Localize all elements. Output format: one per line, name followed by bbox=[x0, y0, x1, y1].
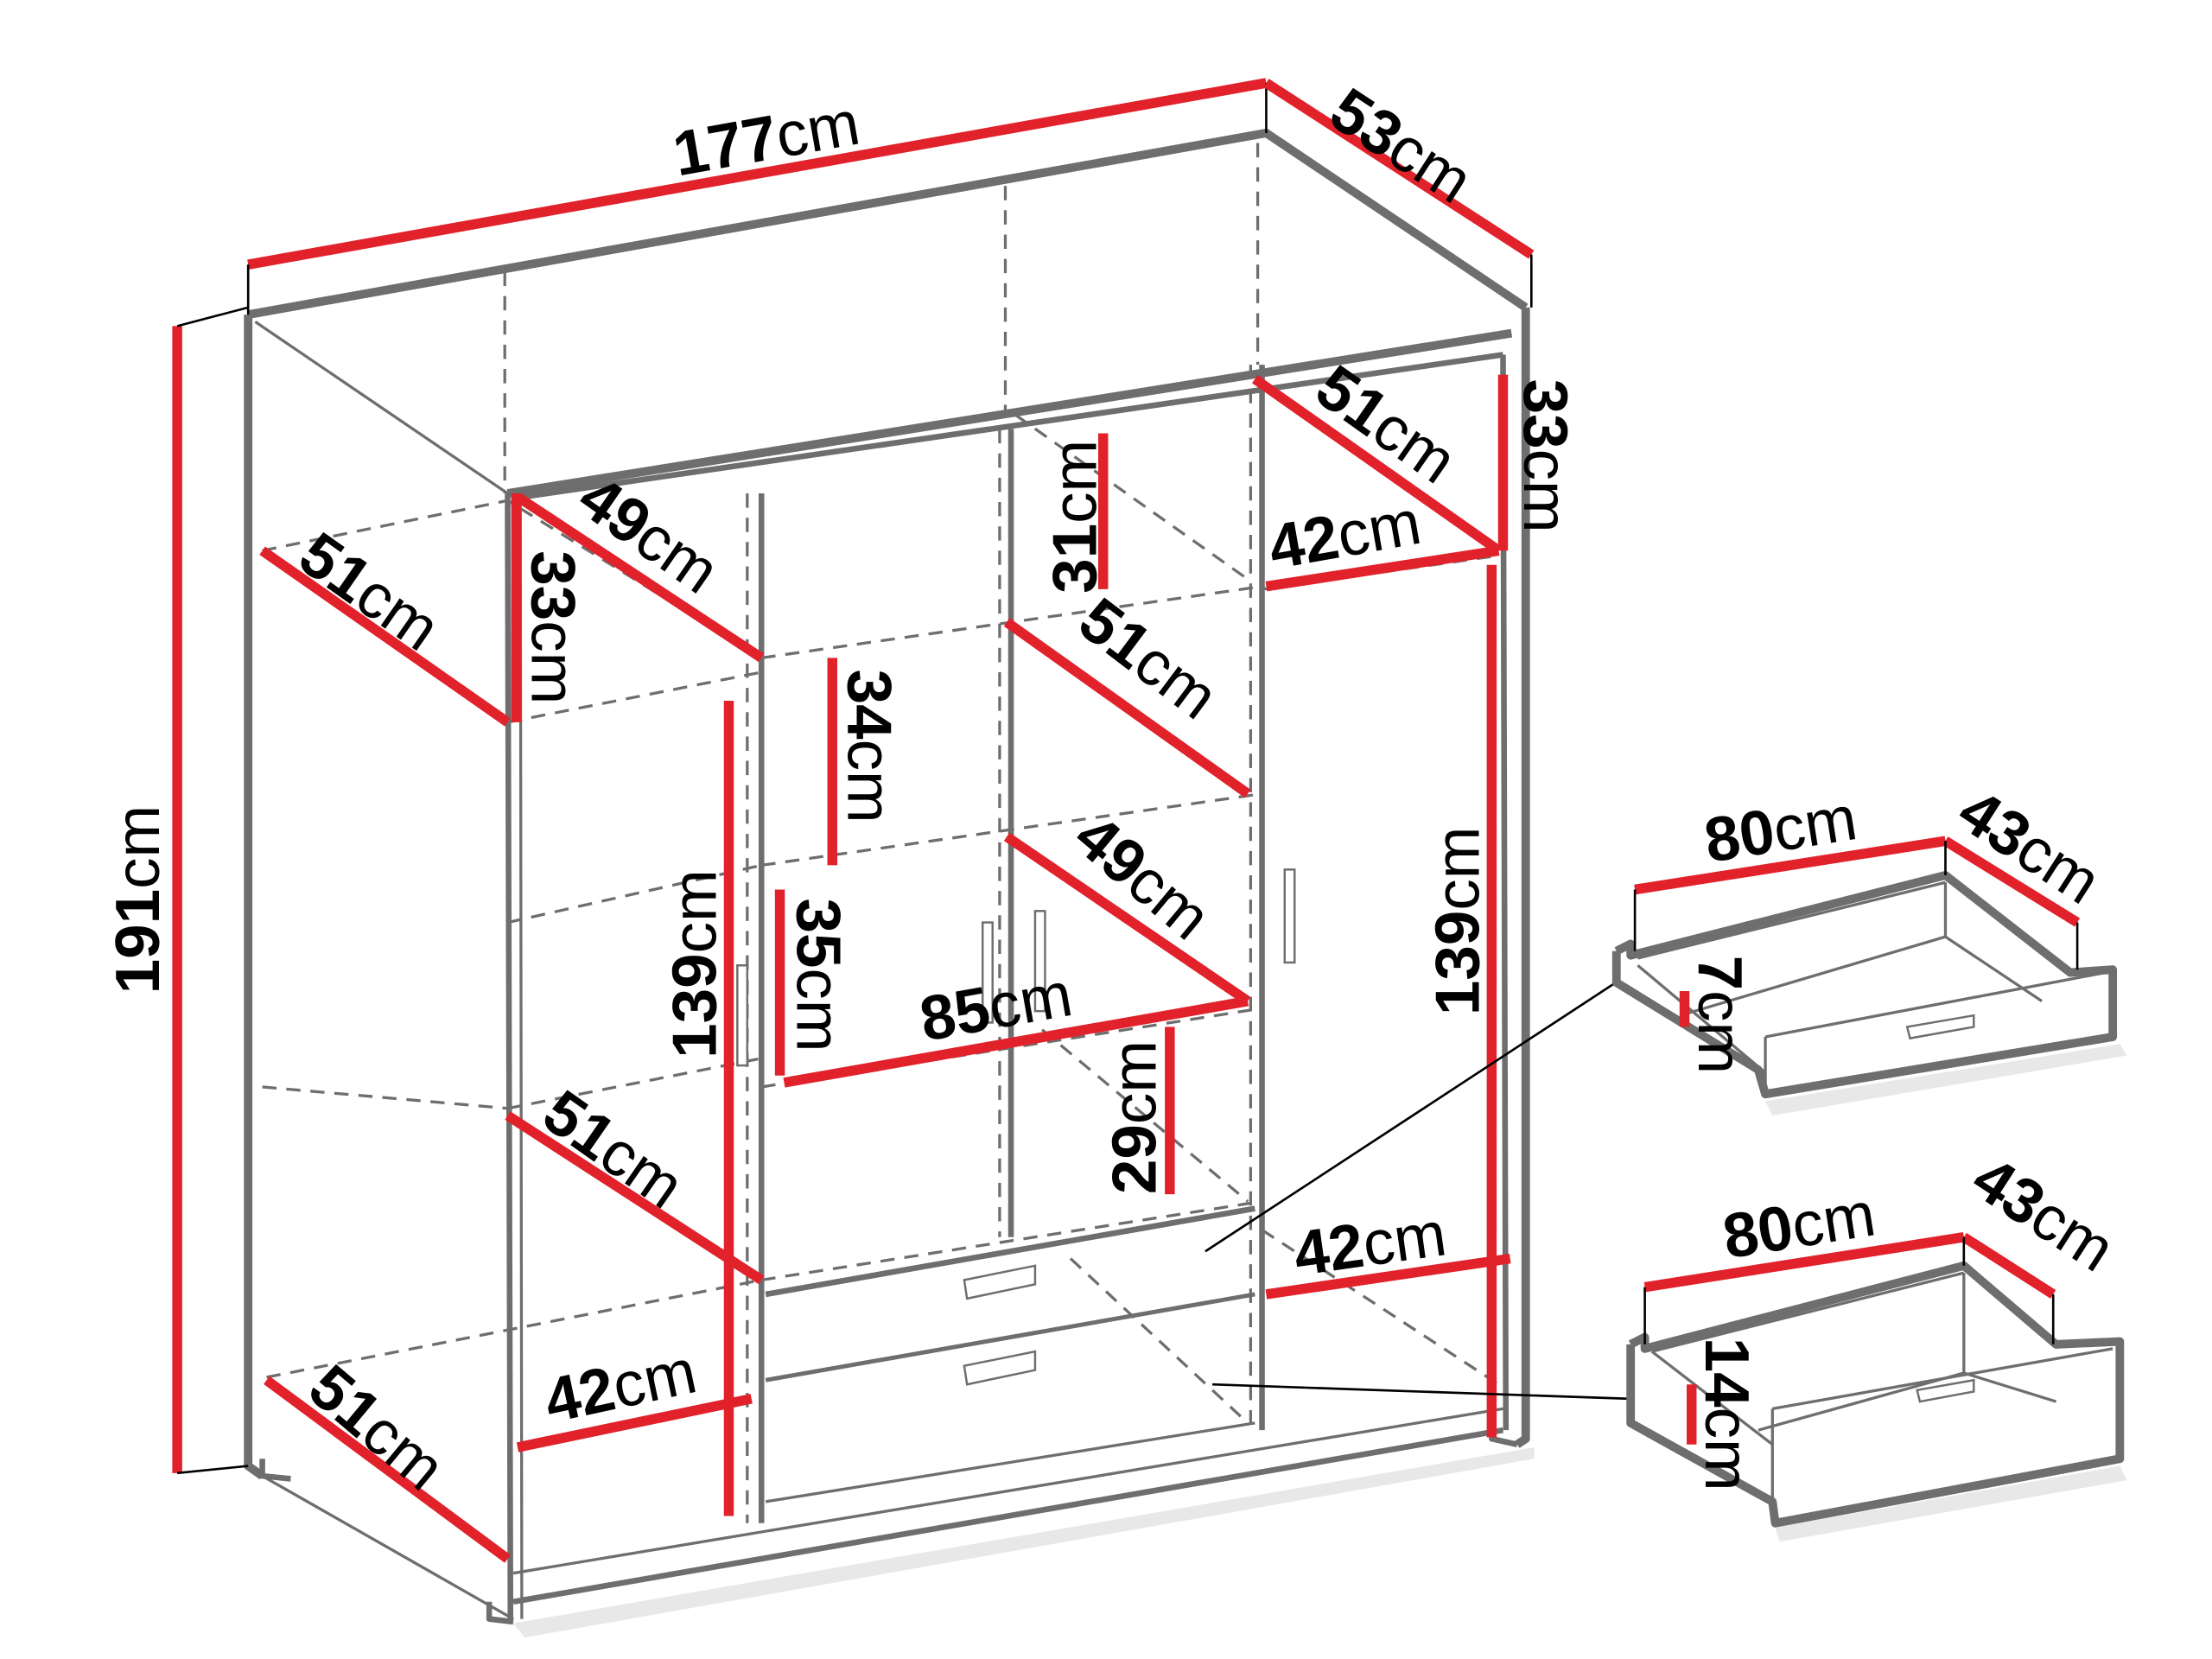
label-center-upper-height-right: 31cm bbox=[1040, 440, 1110, 594]
label-center-lower-height: 29cm bbox=[1100, 1040, 1170, 1194]
label-lower-drawer-depth: 43cm bbox=[1961, 1142, 2126, 1285]
label-right-top-width: 42cm bbox=[1263, 487, 1426, 583]
leader-line-lower-drawer bbox=[1212, 1382, 1628, 1401]
drawer-handle-icon bbox=[963, 1264, 1037, 1300]
label-left-top-compartment-height: 33cm bbox=[518, 550, 588, 704]
door-handle-icon bbox=[1033, 910, 1046, 1013]
label-upper-drawer-height: 7cm bbox=[1685, 956, 1755, 1075]
label-lower-drawer-width: 80cm bbox=[1719, 1179, 1880, 1272]
label-left-middle-shelf-depth: 51cm bbox=[531, 1077, 696, 1223]
drawer-handle-icon bbox=[963, 1350, 1037, 1386]
door-handle-icon bbox=[1283, 868, 1296, 964]
door-handle-icon bbox=[982, 921, 994, 1024]
leader-line-upper-drawer bbox=[1205, 982, 1615, 1253]
drawer-lower-drawing bbox=[1626, 1231, 2127, 1542]
wardrobe-body bbox=[244, 128, 1535, 1638]
label-right-top-height: 33cm bbox=[1510, 379, 1580, 533]
label-left-bottom-shelf-depth: 51cm bbox=[296, 1351, 458, 1504]
label-right-bottom-width: 42cm bbox=[1290, 1198, 1451, 1289]
label-overall-width: 177cm bbox=[668, 87, 864, 189]
label-left-inner-height: 139cm bbox=[660, 869, 730, 1058]
label-upper-drawer-width: 80cm bbox=[1700, 783, 1861, 876]
drawer-handle-icon bbox=[1916, 1378, 1975, 1403]
label-center-inner-width: 85cm bbox=[915, 959, 1077, 1055]
label-lower-drawer-height: 14cm bbox=[1692, 1338, 1762, 1491]
label-right-inner-height: 139cm bbox=[1423, 827, 1493, 1016]
dimension-lines bbox=[172, 78, 1535, 1563]
label-center-upper-height-left: 34cm bbox=[834, 670, 904, 823]
door-handle-icon bbox=[736, 964, 749, 1067]
drawer-upper-drawing bbox=[1611, 836, 2127, 1116]
label-center-upper-depth: 51cm bbox=[1066, 584, 1230, 733]
label-overall-height: 191cm bbox=[103, 805, 173, 995]
label-left-top-shelf-depth: 51cm bbox=[287, 518, 452, 664]
label-overall-depth: 53cm bbox=[1319, 74, 1484, 217]
drawer-handle-icon bbox=[1905, 1014, 1975, 1040]
label-center-middle-height: 35cm bbox=[783, 898, 853, 1052]
label-left-bottom-shelf-width: 42cm bbox=[538, 1336, 702, 1437]
